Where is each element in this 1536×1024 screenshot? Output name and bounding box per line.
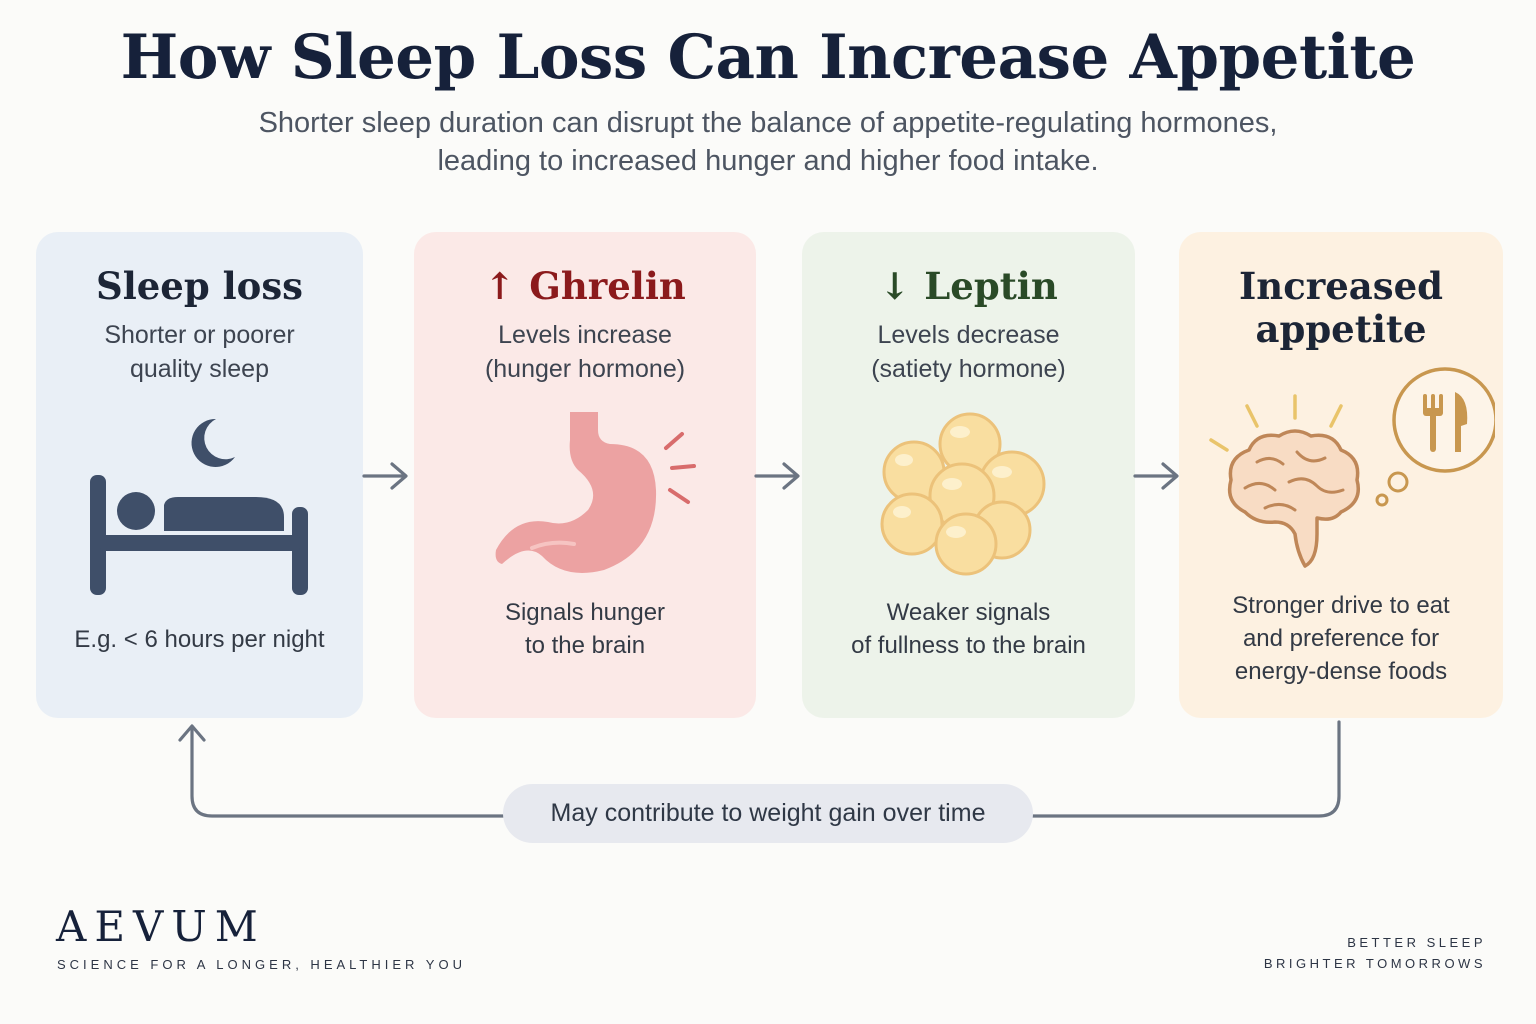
card-ghrelin-subtitle-line-1: Levels increase: [498, 321, 672, 349]
card-sleep-loss: Sleep loss Shorter or poorer quality sle…: [36, 232, 363, 718]
card-ghrelin-footnote-line-2: to the brain: [524, 632, 646, 659]
brand-logo: AEVUM: [56, 902, 266, 951]
card-leptin-footnote: Weaker signals of fullness to the brain: [802, 596, 1135, 662]
page-subtitle: Shorter sleep duration can disrupt the b…: [0, 104, 1536, 180]
fat-cells-icon: [880, 412, 1046, 576]
card-appetite-footnote: Stronger drive to eat and preference for…: [1179, 589, 1503, 688]
stomach-icon: [495, 412, 696, 573]
flow-arrow-right-icon: [1133, 462, 1179, 490]
card-sleep-subtitle-line-2: quality sleep: [130, 355, 269, 383]
card-leptin-title: Leptin: [924, 264, 1058, 308]
bed-moon-icon: [90, 418, 308, 595]
card-leptin-footnote-line-2: of fullness to the brain: [851, 632, 1086, 659]
card-appetite-footnote-line-3: energy-dense foods: [1234, 658, 1448, 685]
card-sleep-subtitle: Shorter or poorer quality sleep: [36, 318, 363, 386]
card-leptin-subtitle-line-2: (satiety hormone): [871, 355, 1066, 383]
footer-slogan-line-2: BRIGHTER TOMORROWS: [1263, 956, 1486, 971]
flow-arrow-right-icon: [362, 462, 408, 490]
card-ghrelin-subtitle: Levels increase (hunger hormone): [414, 318, 756, 386]
card-sleep-footnote-line-1: E.g. < 6 hours per night: [74, 626, 325, 653]
feedback-label: May contribute to weight gain over time: [503, 784, 1033, 843]
footer-slogan: BETTER SLEEP BRIGHTER TOMORROWS: [1264, 932, 1486, 974]
page-title: How Sleep Loss Can Increase Appetite: [120, 22, 1416, 93]
card-appetite-footnote-line-1: Stronger drive to eat: [1232, 592, 1450, 619]
card-ghrelin-footnote-line-1: Signals hunger: [504, 599, 666, 626]
arrow-up-icon: ↑: [484, 264, 516, 308]
subtitle-line-1: Shorter sleep duration can disrupt the b…: [258, 107, 1278, 139]
card-ghrelin-footnote: Signals hunger to the brain: [414, 596, 756, 662]
footer-slogan-line-1: BETTER SLEEP: [1347, 935, 1486, 950]
card-ghrelin-heading: ↑ Ghrelin: [414, 265, 756, 308]
card-ghrelin: ↑ Ghrelin Levels increase (hunger hormone…: [414, 232, 756, 718]
card-sleep-footnote: E.g. < 6 hours per night: [36, 623, 363, 656]
card-leptin: ↓ Leptin Levels decrease (satiety hormone…: [802, 232, 1135, 718]
card-ghrelin-title: Ghrelin: [529, 264, 686, 308]
card-leptin-subtitle-line-1: Levels decrease: [877, 321, 1060, 349]
card-leptin-subtitle: Levels decrease (satiety hormone): [802, 318, 1135, 386]
card-increased-appetite: Increased appetite: [1179, 232, 1503, 718]
brand-tagline: SCIENCE FOR A LONGER, HEALTHIER YOU: [57, 957, 466, 972]
card-ghrelin-subtitle-line-2: (hunger hormone): [484, 355, 686, 383]
card-appetite-footnote-line-2: and preference for: [1242, 625, 1440, 652]
card-appetite-title-line-1: Increased: [1239, 264, 1443, 308]
card-appetite-title: Increased appetite: [1179, 265, 1503, 351]
card-leptin-footnote-line-1: Weaker signals: [886, 599, 1051, 626]
card-leptin-heading: ↓ Leptin: [802, 265, 1135, 308]
brain-food-thought-icon: [1209, 367, 1495, 568]
card-sleep-subtitle-line-1: Shorter or poorer: [104, 321, 295, 349]
card-appetite-title-line-2: appetite: [1255, 307, 1427, 351]
subtitle-line-2: leading to increased hunger and higher f…: [437, 145, 1099, 177]
card-sleep-title: Sleep loss: [95, 264, 303, 308]
flow-arrow-right-icon: [754, 462, 800, 490]
arrow-down-icon: ↓: [879, 264, 911, 308]
